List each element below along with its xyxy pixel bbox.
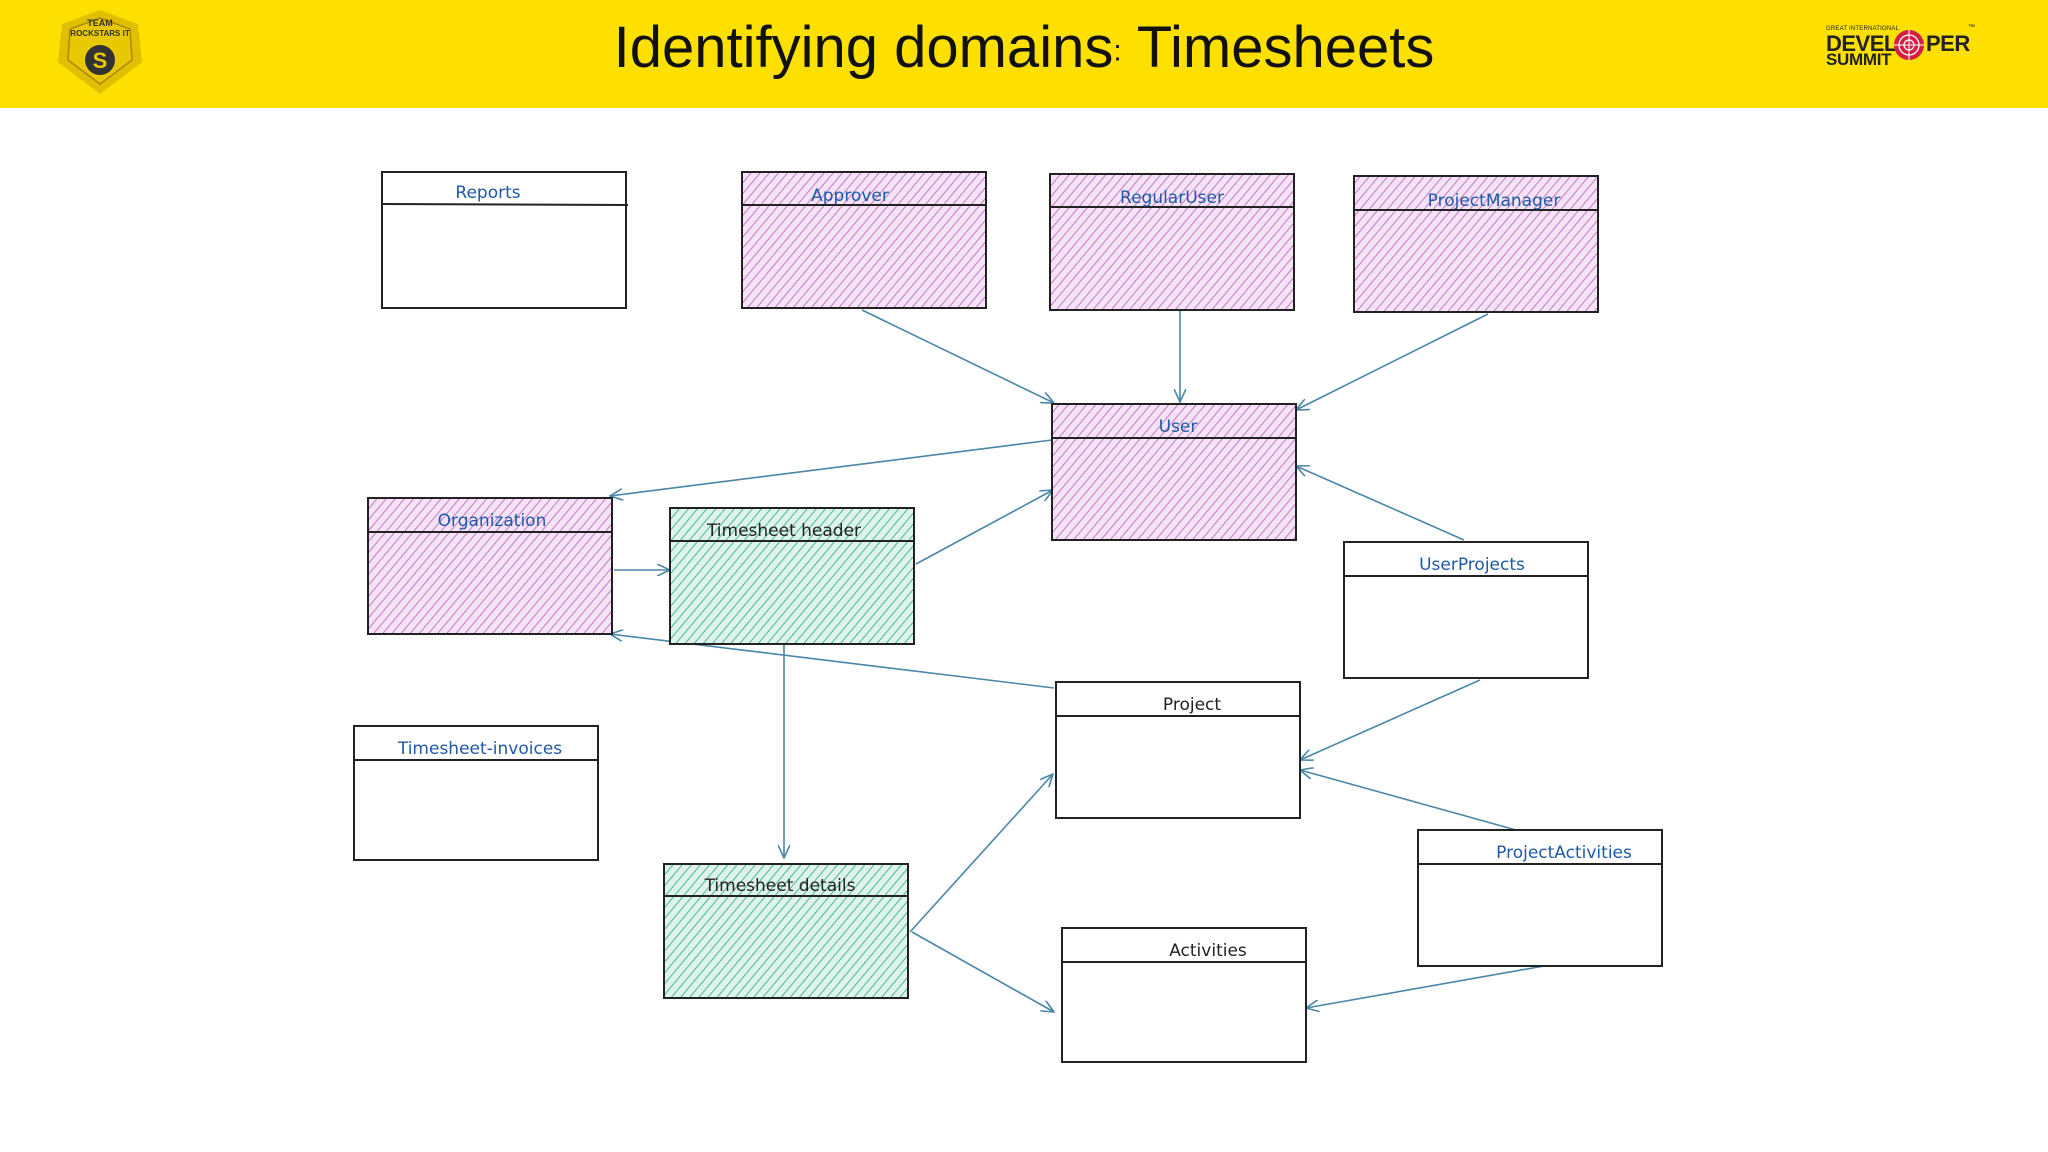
arrow-user-organization bbox=[610, 439, 1053, 496]
logo-line1: TEAM bbox=[87, 18, 113, 28]
entity-regularuser: RegularUser bbox=[1049, 173, 1295, 311]
summit-globe-icon bbox=[1894, 30, 1924, 60]
entity-organization: Organization bbox=[367, 497, 613, 635]
summit-tm: ™ bbox=[1968, 24, 1975, 31]
arrow-projectactivities-activities bbox=[1306, 965, 1545, 1008]
developer-summit-logo: GREAT INTERNATIONAL DEVEL PER SUMMIT ™ bbox=[1818, 24, 1978, 76]
entity-timesheetinvoices-label: Timesheet-invoices bbox=[397, 739, 562, 759]
entity-user: User bbox=[1051, 403, 1297, 541]
entity-activities-label: Activities bbox=[1169, 941, 1247, 961]
entity-projectactivities: ProjectActivities bbox=[1417, 829, 1663, 967]
slide-title: Identifying domains: Timesheets bbox=[0, 0, 2048, 100]
entity-organization-label: Organization bbox=[438, 511, 547, 531]
arrow-userprojects-user bbox=[1296, 466, 1465, 541]
entity-project-label: Project bbox=[1163, 695, 1221, 715]
arrow-projectactivities-project bbox=[1300, 770, 1517, 831]
entity-timesheetdetails-label: Timesheet details bbox=[704, 876, 856, 896]
title-rest: Timesheets bbox=[1136, 15, 1435, 80]
entity-timesheetheader-label: Timesheet header bbox=[706, 521, 861, 541]
entity-projectmanager-label: ProjectManager bbox=[1428, 191, 1561, 211]
entity-user-label: User bbox=[1159, 417, 1198, 437]
entity-approver-label: Approver bbox=[811, 186, 889, 206]
summit-small-text: GREAT INTERNATIONAL bbox=[1826, 26, 1900, 32]
entity-projectmanager: ProjectManager bbox=[1353, 175, 1599, 313]
entity-timesheetdetails: Timesheet details bbox=[663, 863, 909, 999]
summit-word-b: PER bbox=[1926, 31, 1970, 56]
entity-reports: Reports bbox=[381, 171, 629, 309]
arrow-userprojects-project bbox=[1300, 679, 1481, 760]
arrow-projectmanager-user bbox=[1296, 313, 1489, 410]
summit-word-a: DEVEL bbox=[1826, 31, 1897, 56]
entity-timesheetheader: Timesheet header bbox=[669, 507, 915, 645]
team-rockstars-logo: TEAM ROCKSTARS IT S bbox=[58, 10, 142, 94]
entity-approver: Approver bbox=[741, 171, 987, 309]
title-main: Identifying domains bbox=[613, 15, 1114, 80]
entity-userprojects-label: UserProjects bbox=[1419, 555, 1525, 575]
entity-activities: Activities bbox=[1061, 927, 1307, 1063]
entity-reports-label: Reports bbox=[455, 183, 520, 203]
title-bar bbox=[0, 0, 2048, 108]
arrow-timesheetheader-user bbox=[915, 490, 1053, 565]
entity-userprojects: UserProjects bbox=[1343, 541, 1589, 679]
logo-mark: S bbox=[93, 48, 108, 73]
title-colon: : bbox=[1113, 34, 1122, 68]
arrow-approver-user bbox=[861, 309, 1054, 403]
arrow-timesheetdetails-activities bbox=[911, 931, 1054, 1012]
entity-projectactivities-label: ProjectActivities bbox=[1496, 843, 1632, 863]
arrow-timesheetdetails-project bbox=[909, 774, 1053, 933]
entity-timesheetinvoices: Timesheet-invoices bbox=[353, 725, 599, 861]
logo-line2: ROCKSTARS IT bbox=[70, 29, 130, 38]
summit-word2: SUMMIT bbox=[1826, 50, 1892, 69]
entity-regularuser-label: RegularUser bbox=[1120, 188, 1224, 208]
entity-project: Project bbox=[1055, 681, 1301, 819]
